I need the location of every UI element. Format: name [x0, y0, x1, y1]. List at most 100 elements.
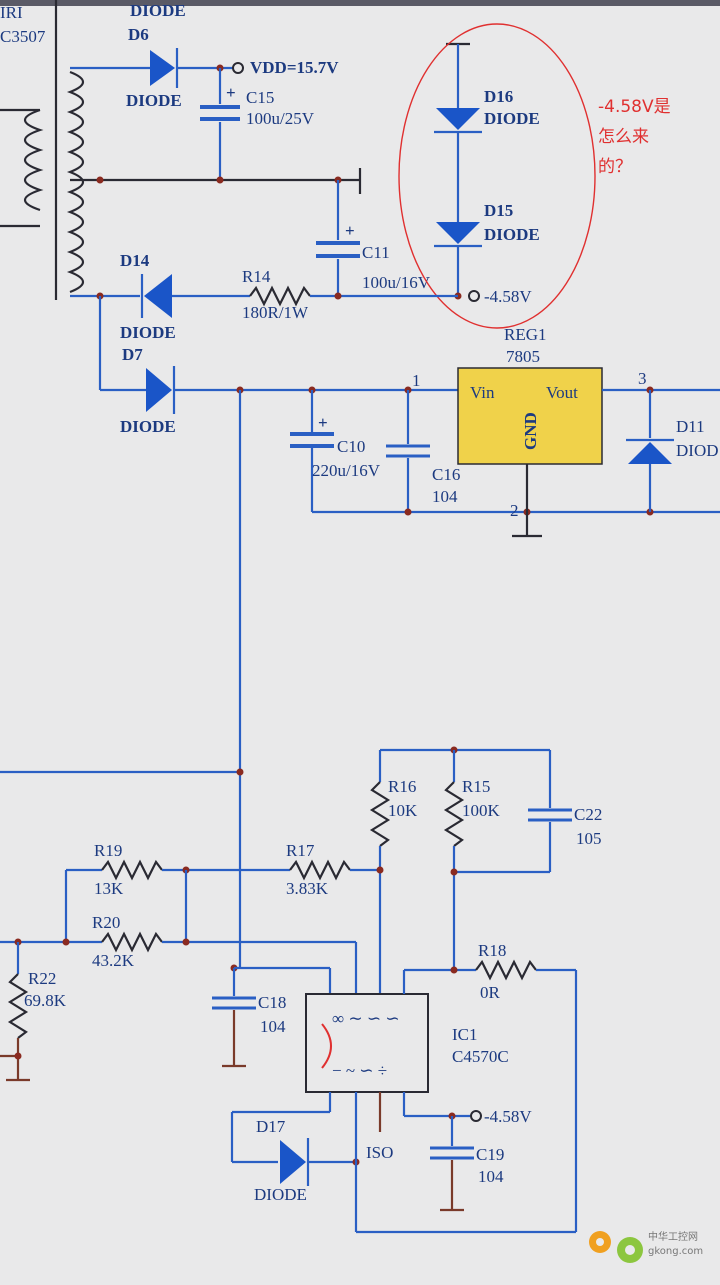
d15-label: D15 — [484, 201, 513, 220]
ic1-body — [305, 993, 429, 1093]
annotation-line-1: -4.58V是 — [598, 97, 671, 117]
d17-label: D17 — [256, 1117, 286, 1136]
d6-branch: + — [70, 48, 244, 180]
c16-value: 104 — [432, 487, 458, 506]
r18-value: 0R — [480, 983, 501, 1002]
resistor-r18 — [475, 959, 537, 981]
pin-3-label: 3 — [638, 369, 647, 388]
negative-voltage-label: -4.58V — [484, 287, 532, 306]
c19-label: C19 — [476, 1145, 504, 1164]
r16-label: R16 — [388, 777, 416, 796]
top-left-label: IRI — [0, 3, 23, 22]
diode-d16 — [436, 108, 480, 130]
reg1-part: 7805 — [506, 347, 540, 366]
c11-plus: + — [345, 221, 355, 240]
d15-type-label: DIODE — [484, 225, 540, 244]
d6-label: D6 — [128, 25, 149, 44]
regulator-7805 — [457, 367, 720, 538]
r17-value: 3.83K — [286, 879, 329, 898]
ic1-pin-glyphs-bottom: − ~ ∽ ÷ — [332, 1061, 387, 1080]
gnd-pin-label: GND — [521, 412, 540, 450]
resistor-r16 — [369, 781, 391, 847]
r14-value: 180R/1W — [242, 303, 309, 322]
d11-type-label: DIOD — [676, 441, 719, 460]
reg1-label: REG1 — [504, 325, 547, 344]
c22-label: C22 — [574, 805, 602, 824]
junction-dot — [62, 938, 70, 946]
d11-branch — [626, 390, 674, 512]
vin-pin-label: Vin — [470, 383, 495, 402]
ic1-label: IC1 — [452, 1025, 478, 1044]
r14-label: R14 — [242, 267, 271, 286]
r18-label: R18 — [478, 941, 506, 960]
c16-label: C16 — [432, 465, 460, 484]
r20-value: 43.2K — [92, 951, 135, 970]
d7-branch — [98, 296, 458, 968]
c15-label: C15 — [246, 88, 274, 107]
secondary-winding — [66, 70, 85, 294]
annotation-line-3: 的？ — [598, 157, 632, 177]
junction-dot — [96, 176, 104, 184]
junction-dot — [236, 768, 244, 776]
gear-hole — [596, 1238, 604, 1246]
d16-type-label: DIODE — [484, 109, 540, 128]
c18-value: 104 — [260, 1017, 286, 1036]
junction-dot — [376, 866, 384, 874]
lower-network: ∞ ∼ ∽ ∽ − ~ ∽ ÷ — [0, 746, 578, 1234]
r16-value: 10K — [388, 801, 418, 820]
d14-type-label: DIODE — [120, 323, 176, 342]
highlight-circle — [398, 23, 596, 329]
c15-plus: + — [226, 83, 236, 102]
r17-label: R17 — [286, 841, 315, 860]
watermark-url: gkong.com — [648, 1246, 703, 1257]
d6-type-label: DIODE — [126, 91, 182, 110]
junction-dot — [216, 176, 224, 184]
junction-dot — [182, 938, 190, 946]
regulator-body — [457, 367, 603, 465]
diode-d11 — [628, 442, 672, 464]
junction-dot — [450, 868, 458, 876]
c11-label: C11 — [362, 243, 390, 262]
c15-value: 100u/25V — [246, 109, 315, 128]
r19-value: 13K — [94, 879, 124, 898]
pin-2-label: 2 — [510, 501, 519, 520]
diode-d15 — [436, 222, 480, 244]
negative-terminal — [468, 290, 480, 302]
watermark — [589, 1231, 643, 1263]
diode-d14 — [144, 274, 172, 318]
neg-supply-terminal — [470, 1110, 482, 1122]
d17-type-label: DIODE — [254, 1185, 307, 1204]
d15-d16-stack — [434, 42, 482, 302]
d11-label: D11 — [676, 417, 705, 436]
resistor-r20 — [101, 931, 163, 953]
c19-value: 104 — [478, 1167, 504, 1186]
iso-label: ISO — [366, 1143, 393, 1162]
diode-d7 — [146, 368, 172, 412]
resistor-r17 — [289, 859, 351, 881]
primary-winding — [23, 108, 44, 212]
vdd-terminal — [232, 62, 244, 74]
vout-pin-label: Vout — [546, 383, 578, 402]
d6-type-top-label: DIODE — [130, 1, 186, 20]
r22-label: R22 — [28, 969, 56, 988]
junction-dot — [334, 292, 342, 300]
c18-label: C18 — [258, 993, 286, 1012]
c10-label: C10 — [337, 437, 365, 456]
d7-label: D7 — [122, 345, 143, 364]
pin-1-label: 1 — [412, 371, 421, 390]
c10-plus: + — [318, 413, 328, 432]
junction-dot — [404, 508, 412, 516]
junction-dot — [14, 1052, 22, 1060]
ic1-notch — [321, 1023, 332, 1069]
ic1-part: C4570C — [452, 1047, 509, 1066]
r22-value: 69.8K — [24, 991, 67, 1010]
input-caps: + — [290, 390, 720, 516]
c22-value: 105 — [576, 829, 602, 848]
negative-supply-label: -4.58V — [484, 1107, 532, 1126]
resistor-r22 — [7, 973, 29, 1039]
watermark-cn: 中华工控网 — [648, 1230, 698, 1243]
ic1-pin-glyphs-top: ∞ ∼ ∽ ∽ — [332, 1009, 400, 1028]
annotation-line-2: 怎么来 — [598, 127, 649, 147]
